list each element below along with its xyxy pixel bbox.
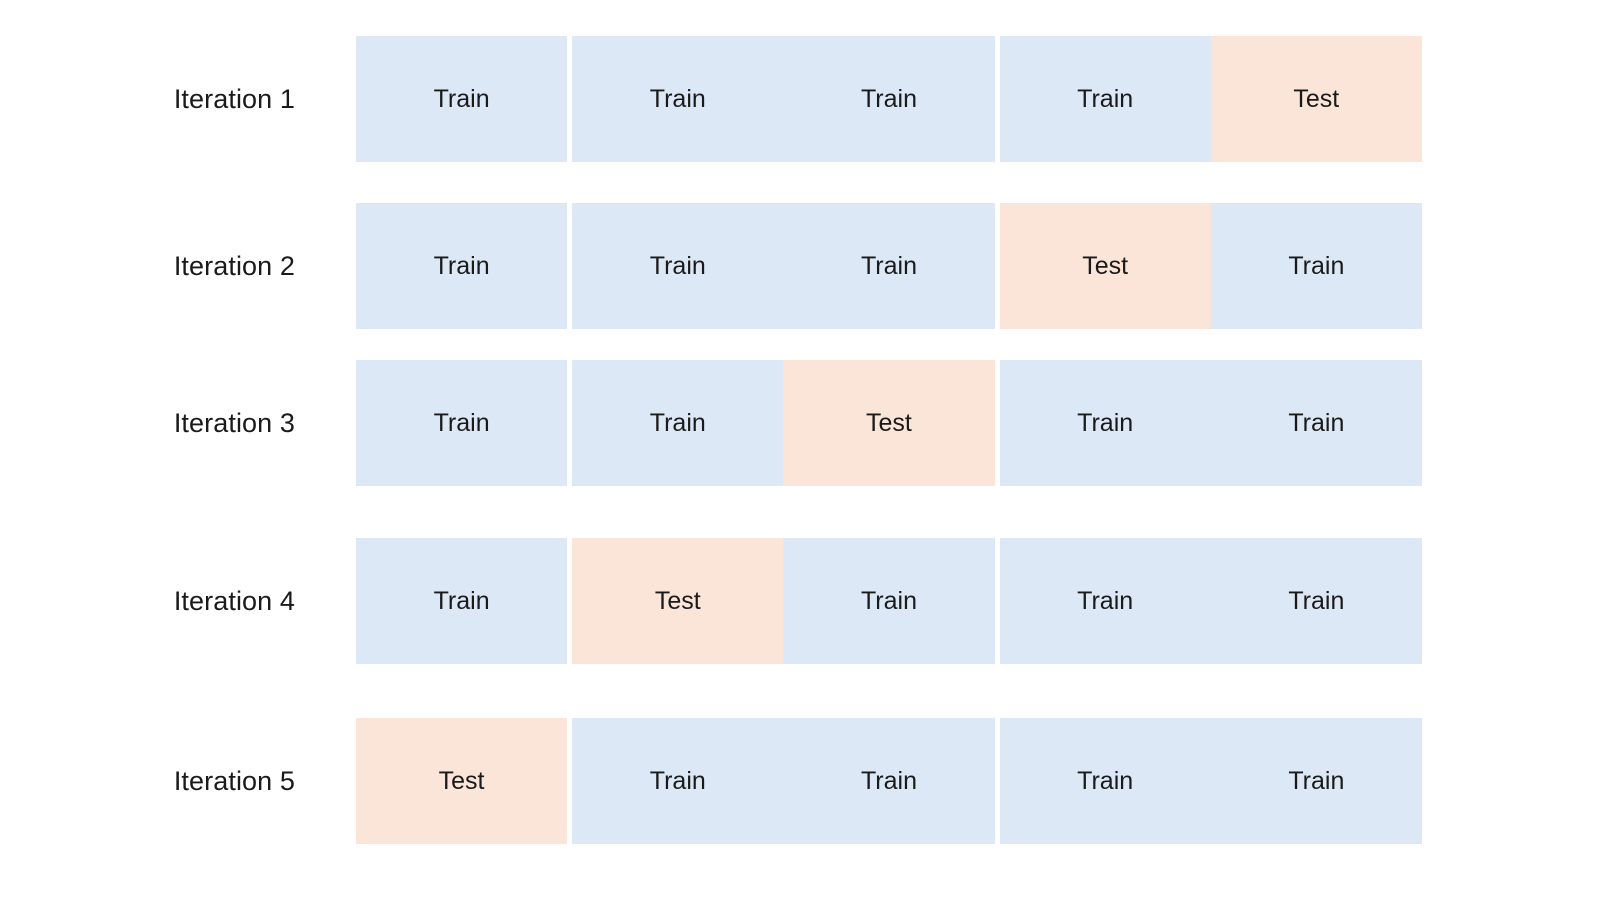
fold-group: Train <box>356 36 568 162</box>
fold-block-test: Test <box>783 360 995 486</box>
fold-block-train: Train <box>356 36 568 162</box>
fold-block-train: Train <box>783 203 995 329</box>
iteration-label: Iteration 2 <box>173 250 295 281</box>
fold-block-train: Train <box>783 36 995 162</box>
fold-block-train: Train <box>572 718 784 844</box>
fold-block-train: Train <box>572 36 784 162</box>
iteration-label: Iteration 5 <box>173 765 295 796</box>
fold-group: Train <box>356 538 568 664</box>
fold-block-train: Train <box>1210 538 1422 664</box>
fold-block-train: Train <box>572 360 784 486</box>
fold-block-train: Train <box>999 718 1211 844</box>
fold-block-test: Test <box>572 538 784 664</box>
fold-block-train: Train <box>356 203 568 329</box>
iteration-label: Iteration 1 <box>173 83 295 114</box>
fold-block-train: Train <box>999 36 1211 162</box>
fold-group: Train <box>356 203 568 329</box>
fold-block-train: Train <box>783 538 995 664</box>
fold-group: Test <box>356 718 568 844</box>
fold-block-train: Train <box>1210 718 1422 844</box>
fold-block-train: Train <box>999 360 1211 486</box>
fold-block-test: Test <box>1210 36 1422 162</box>
fold-block-test: Test <box>999 203 1211 329</box>
fold-block-train: Train <box>356 360 568 486</box>
fold-block-train: Train <box>356 538 568 664</box>
fold-group: Train <box>356 360 568 486</box>
fold-block-train: Train <box>1210 203 1422 329</box>
fold-block-test: Test <box>356 718 568 844</box>
fold-block-train: Train <box>783 718 995 844</box>
iteration-label: Iteration 4 <box>173 585 295 616</box>
fold-block-train: Train <box>1210 360 1422 486</box>
iteration-label: Iteration 3 <box>173 407 295 438</box>
fold-block-train: Train <box>999 538 1211 664</box>
fold-block-train: Train <box>572 203 784 329</box>
